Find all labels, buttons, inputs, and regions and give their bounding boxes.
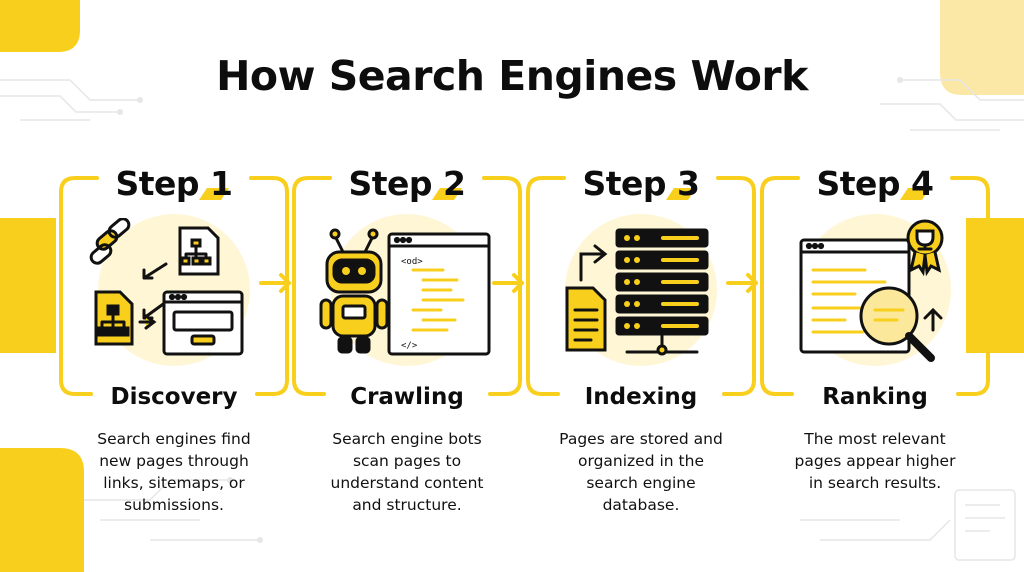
description-line: submissions. xyxy=(124,496,224,514)
crawler-bot-icon: <od> </> xyxy=(319,228,491,356)
description-line: new pages through xyxy=(99,452,249,470)
step-heading: Step 4 xyxy=(816,164,935,203)
step-description: Pages are stored and organized in the se… xyxy=(532,428,750,516)
code-tag-close: </> xyxy=(401,341,418,351)
links-sitemap-icon xyxy=(89,218,244,356)
arrow-right-icon xyxy=(259,273,291,293)
description-line: scan pages to xyxy=(352,452,462,470)
description-line: Search engine bots xyxy=(332,430,482,448)
description-line: pages appear higher xyxy=(794,452,956,470)
step-description: The most relevant pages appear higher in… xyxy=(766,428,984,494)
arrow-right-icon xyxy=(726,273,758,293)
step-heading: Step 3 xyxy=(582,164,701,203)
page-title: How Search Engines Work xyxy=(216,52,808,100)
step-name: Crawling xyxy=(350,384,464,410)
arrow-right-icon xyxy=(492,273,524,293)
step-heading: Step 1 xyxy=(115,164,234,203)
description-line: understand content xyxy=(330,474,484,492)
ranking-trophy-icon xyxy=(799,219,944,362)
description-line: organized in the xyxy=(578,452,704,470)
step-card-indexing: Step 3 Indexing Pages are stored and org… xyxy=(524,160,758,560)
step-card-ranking: Step 4 Ranking The most relevant pages a… xyxy=(758,160,992,560)
step-heading: Step 2 xyxy=(348,164,467,203)
description-line: Search engines find xyxy=(97,430,251,448)
description-line: database. xyxy=(602,496,680,514)
step-description: Search engines find new pages through li… xyxy=(65,428,283,516)
description-line: links, sitemaps, or xyxy=(103,474,245,492)
step-name: Discovery xyxy=(110,384,238,410)
step-card-discovery: Step 1 Discovery Search engines find new… xyxy=(57,160,291,560)
description-line: in search results. xyxy=(808,474,942,492)
description-line: search engine xyxy=(586,474,696,492)
step-description: Search engine bots scan pages to underst… xyxy=(298,428,516,516)
description-line: Pages are stored and xyxy=(559,430,723,448)
description-line: and structure. xyxy=(352,496,462,514)
step-card-crawling: Step 2 <od> </> Crawling Search engine b… xyxy=(290,160,524,560)
step-name: Ranking xyxy=(822,384,928,410)
step-name: Indexing xyxy=(584,384,698,410)
server-database-icon xyxy=(565,228,709,356)
code-tag-open: <od> xyxy=(401,257,423,267)
description-line: The most relevant xyxy=(804,430,946,448)
